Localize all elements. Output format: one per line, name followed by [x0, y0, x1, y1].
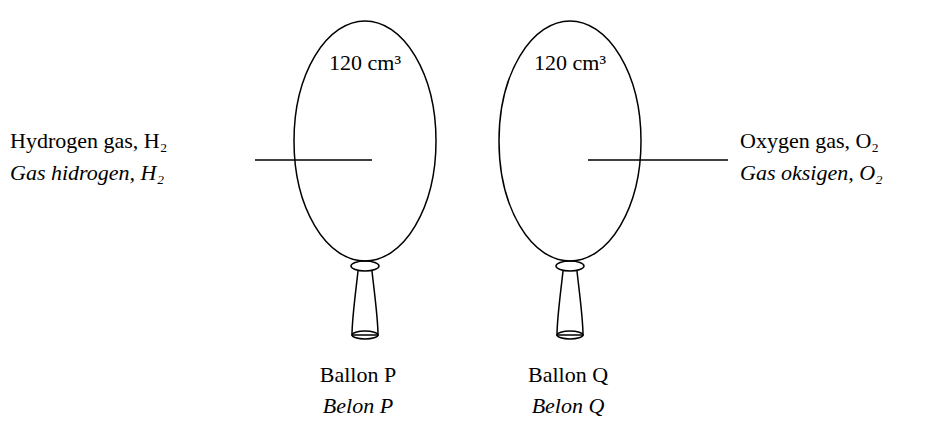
volume-label: 120 cm³ [293, 20, 437, 76]
balloon-neck [556, 261, 584, 339]
balloon-name: Belon Q [532, 393, 605, 419]
gas-label: Oxygen gas, O₂ [740, 128, 879, 154]
balloon-name: Ballon Q [528, 362, 608, 388]
balloon: 120 cm³ [293, 20, 437, 262]
gas-label: Gas oksigen, O₂ [740, 160, 883, 186]
balloon: 120 cm³ [498, 20, 642, 262]
balloon-name: Belon P [323, 393, 393, 419]
gas-label: Gas hidrogen, H₂ [10, 160, 164, 186]
balloon-outline [499, 21, 641, 261]
balloon-name: Ballon P [320, 362, 396, 388]
volume-label: 120 cm³ [498, 20, 642, 76]
leader-line [255, 159, 372, 161]
leader-line [588, 159, 728, 161]
balloon-outline [294, 21, 436, 261]
gas-label: Hydrogen gas, H₂ [10, 128, 167, 154]
balloon-neck [351, 261, 379, 339]
